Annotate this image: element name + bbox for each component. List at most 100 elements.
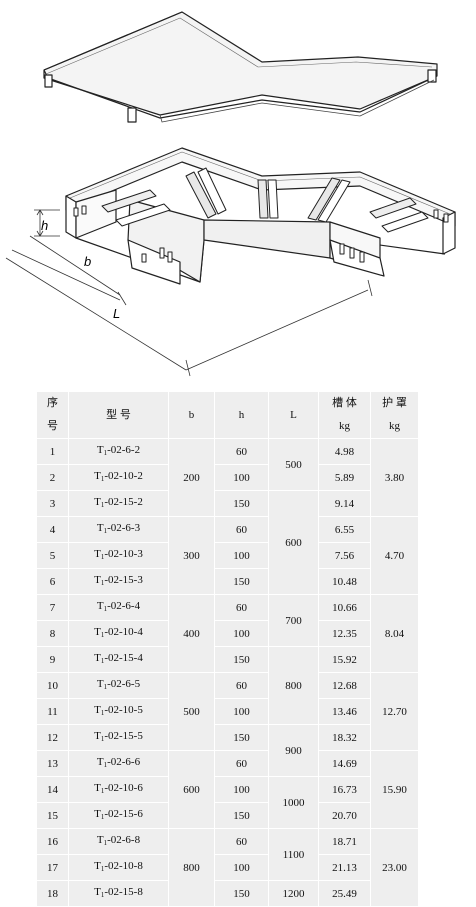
row-index: 15: [36, 802, 69, 829]
row-trough-weight: 25.49: [318, 880, 371, 907]
row-index: 3: [36, 490, 69, 517]
row-b: 300: [168, 516, 215, 595]
row-model: T1-02-10-8: [68, 854, 169, 881]
model-suffix: -02-15-6: [104, 808, 143, 820]
dimension-b-label: b: [84, 254, 91, 269]
row-model: T1-02-6-5: [68, 672, 169, 699]
row-trough-weight: 10.66: [318, 594, 371, 621]
row-model: T1-02-10-6: [68, 776, 169, 803]
model-subscript: 1: [103, 683, 108, 691]
row-L: 600: [268, 490, 319, 595]
dimension-L-label: L: [113, 306, 120, 321]
model-subscript: 1: [100, 709, 105, 717]
model-subscript: 1: [103, 527, 108, 535]
row-h: 150: [214, 802, 269, 829]
table-header-row: 序 号 型 号 b h L 槽 体 kg 护 罩 kg: [36, 391, 419, 439]
row-L: 700: [268, 594, 319, 647]
row-b: 600: [168, 750, 215, 829]
row-index: 6: [36, 568, 69, 595]
row-index: 16: [36, 828, 69, 855]
row-cover-weight: 12.70: [370, 672, 419, 751]
row-h: 150: [214, 724, 269, 751]
row-trough-weight: 18.71: [318, 828, 371, 855]
cover-plate: [43, 11, 438, 123]
row-trough-weight: 7.56: [318, 542, 371, 569]
row-model: T1-02-15-4: [68, 646, 169, 673]
model-prefix: T: [96, 756, 104, 768]
row-index: 8: [36, 620, 69, 647]
dimension-lines: [5, 209, 373, 377]
row-trough-weight: 20.70: [318, 802, 371, 829]
row-h: 60: [214, 672, 269, 699]
row-cover-weight: 8.04: [370, 594, 419, 673]
row-trough-weight: 10.48: [318, 568, 371, 595]
row-h: 150: [214, 646, 269, 673]
model-suffix: -02-6-5: [107, 678, 141, 690]
model-subscript: 1: [100, 579, 105, 587]
header-b: b: [168, 391, 215, 439]
row-L: 1100: [268, 828, 319, 881]
header-L: L: [268, 391, 319, 439]
row-h: 60: [214, 750, 269, 777]
model-suffix: -02-10-4: [104, 626, 143, 638]
row-b: 800: [168, 828, 215, 907]
row-model: T1-02-6-6: [68, 750, 169, 777]
row-trough-weight: 5.89: [318, 464, 371, 491]
row-trough-weight: 21.13: [318, 854, 371, 881]
row-L: 500: [268, 438, 319, 491]
row-L: 900: [268, 724, 319, 777]
row-index: 5: [36, 542, 69, 569]
model-prefix: T: [94, 626, 101, 638]
header-index: 序 号: [36, 391, 69, 439]
model-prefix: T: [94, 548, 101, 560]
row-model: T1-02-15-8: [68, 880, 169, 907]
row-trough-weight: 12.68: [318, 672, 371, 699]
row-model: T1-02-10-5: [68, 698, 169, 725]
row-index: 14: [36, 776, 69, 803]
row-h: 100: [214, 620, 269, 647]
row-L: 800: [268, 646, 319, 725]
row-index: 17: [36, 854, 69, 881]
model-subscript: 1: [100, 813, 105, 821]
row-h: 100: [214, 542, 269, 569]
row-trough-weight: 12.35: [318, 620, 371, 647]
model-suffix: -02-15-2: [104, 496, 143, 508]
row-index: 7: [36, 594, 69, 621]
row-model: T1-02-10-4: [68, 620, 169, 647]
header-trough-weight: 槽 体 kg: [318, 391, 371, 439]
model-suffix: -02-10-3: [104, 548, 143, 560]
model-subscript: 1: [103, 449, 108, 457]
model-suffix: -02-15-8: [104, 886, 143, 898]
row-h: 60: [214, 516, 269, 543]
row-index: 12: [36, 724, 69, 751]
model-prefix: T: [94, 730, 101, 742]
row-index: 10: [36, 672, 69, 699]
row-model: T1-02-15-6: [68, 802, 169, 829]
model-prefix: T: [96, 678, 104, 690]
model-subscript: 1: [100, 735, 105, 743]
row-index: 11: [36, 698, 69, 725]
model-prefix: T: [96, 600, 104, 612]
row-trough-weight: 9.14: [318, 490, 371, 517]
model-subscript: 1: [100, 631, 105, 639]
model-subscript: 1: [100, 553, 105, 561]
model-subscript: 1: [100, 787, 105, 795]
model-prefix: T: [94, 886, 101, 898]
model-subscript: 1: [103, 761, 108, 769]
row-L: 1200: [268, 880, 319, 907]
row-cover-weight: 15.90: [370, 750, 419, 829]
row-cover-weight: 23.00: [370, 828, 419, 907]
model-prefix: T: [94, 860, 101, 872]
row-cover-weight: 4.70: [370, 516, 419, 595]
model-suffix: -02-6-2: [107, 444, 141, 456]
model-suffix: -02-10-2: [104, 470, 143, 482]
model-suffix: -02-15-4: [104, 652, 143, 664]
